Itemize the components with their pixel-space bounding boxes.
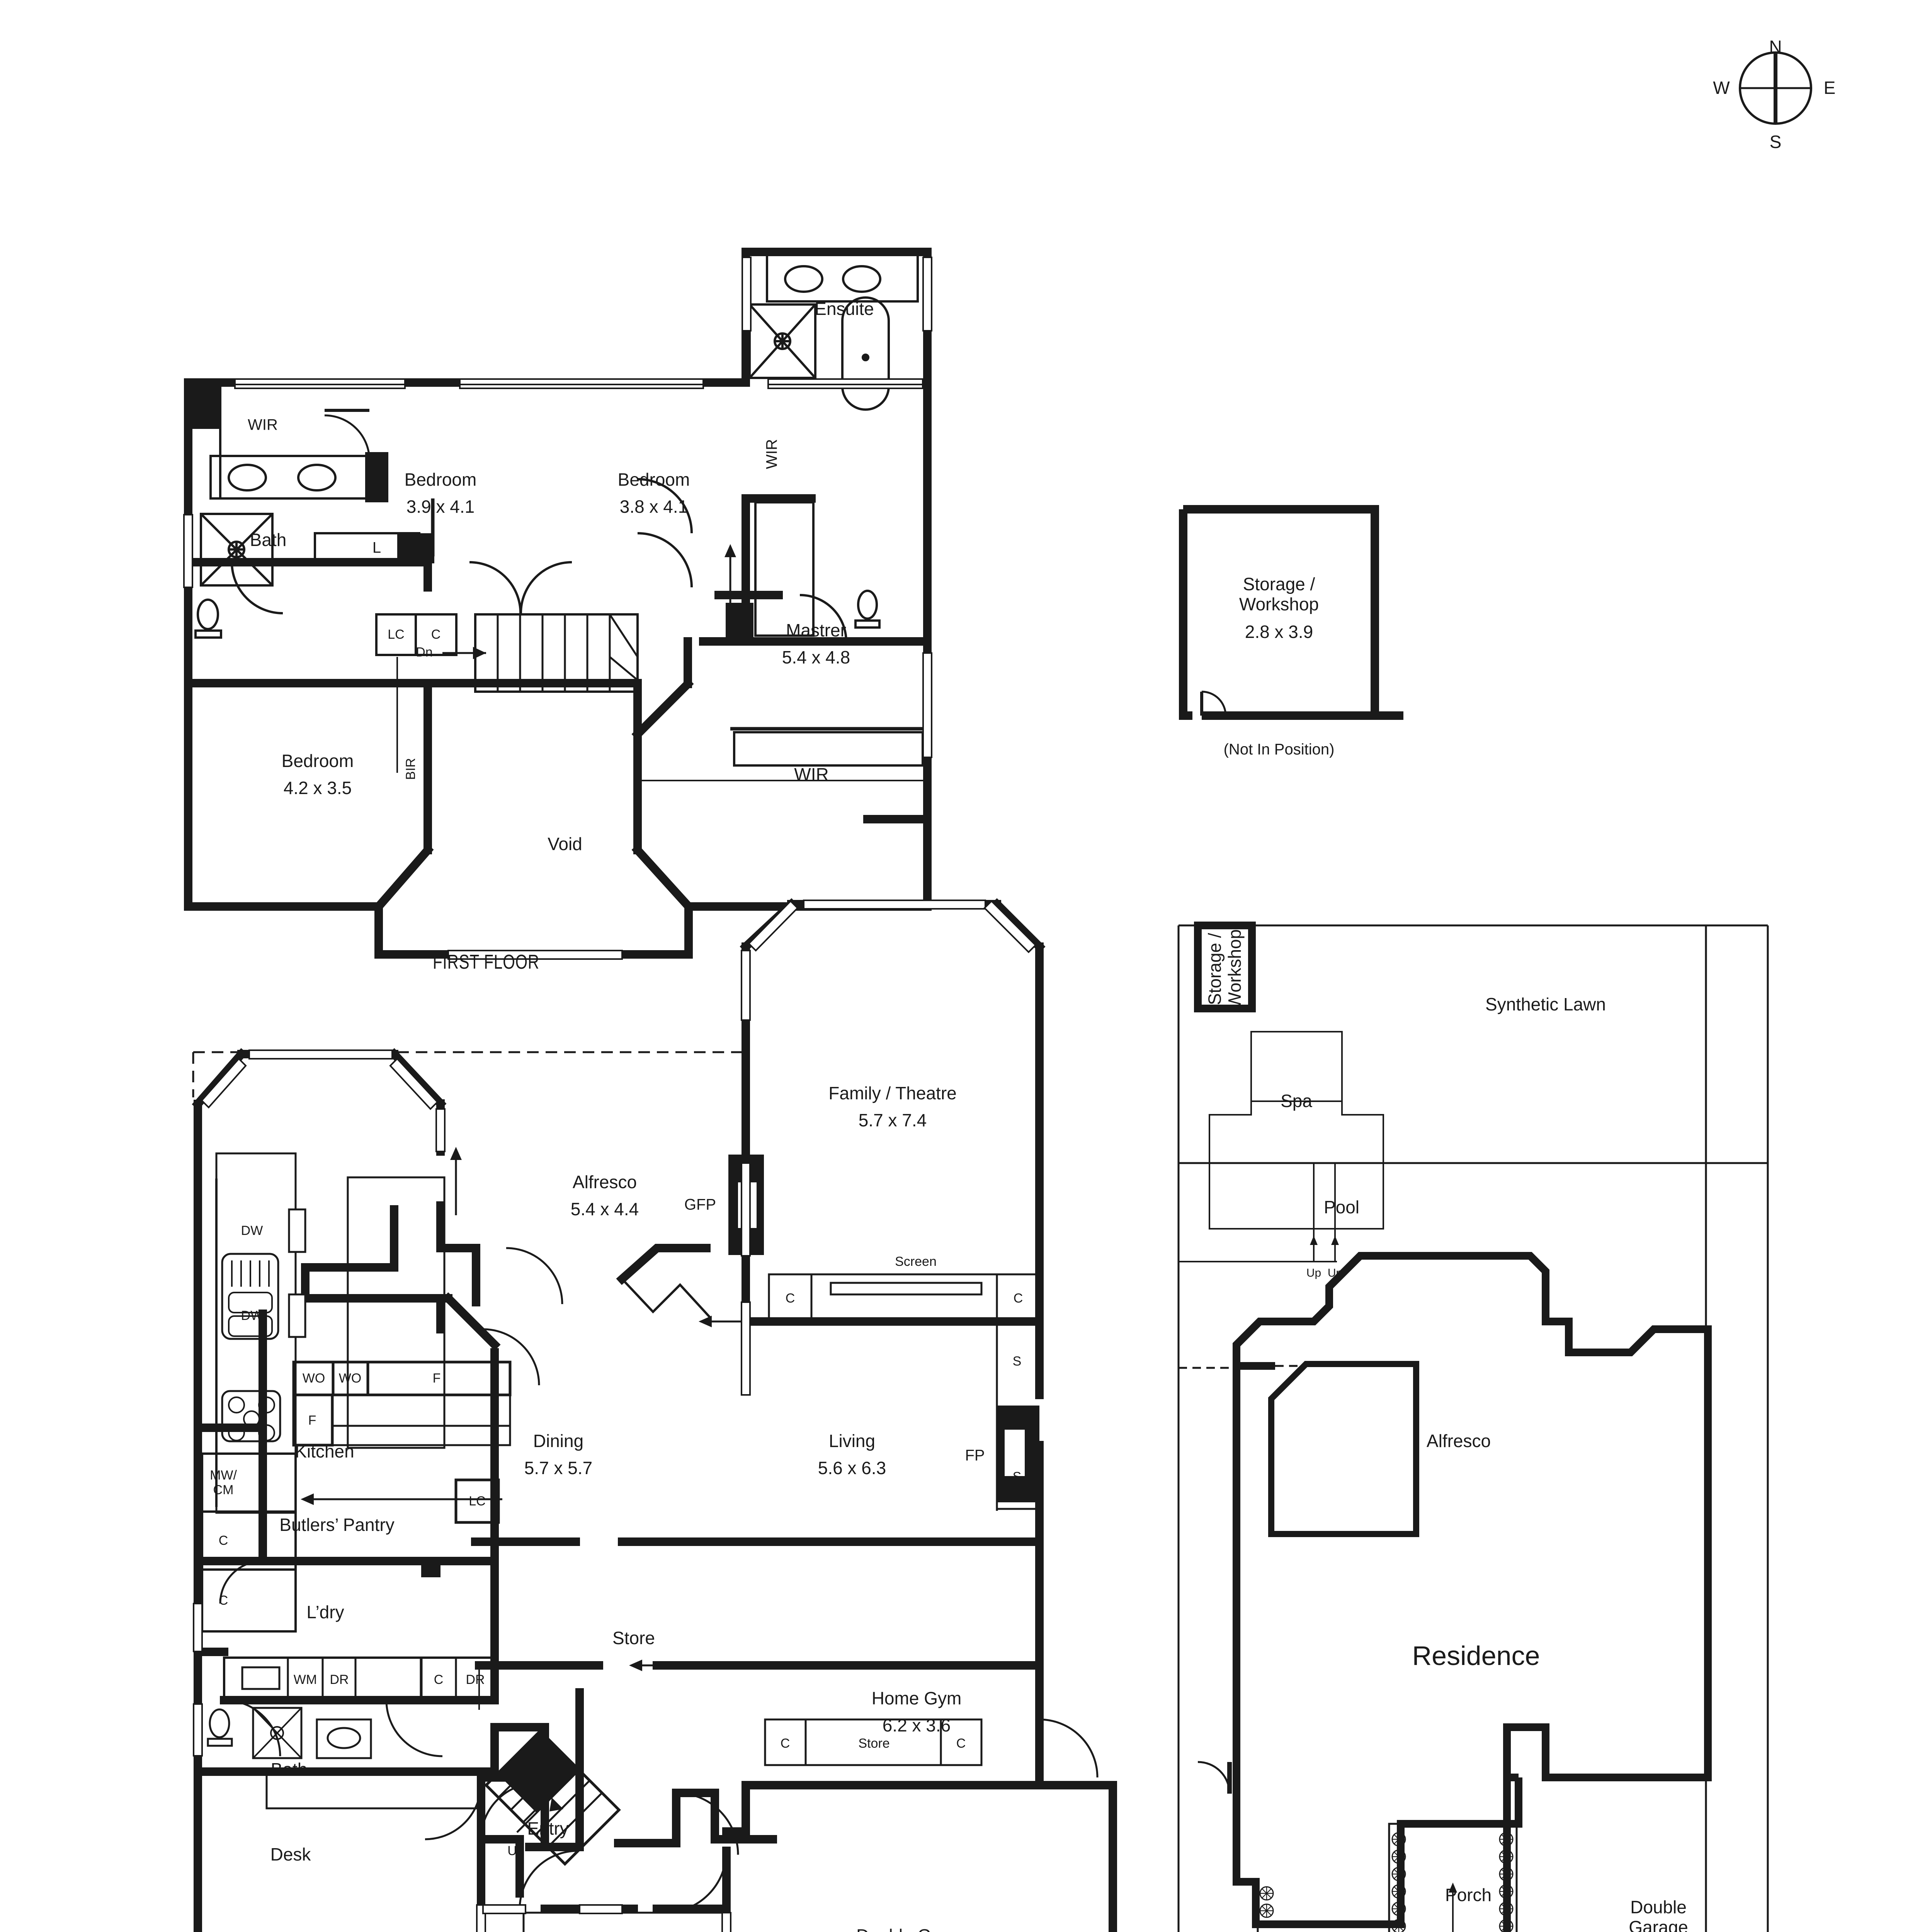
first-floor-windows	[183, 257, 932, 960]
compass-rose	[1739, 51, 1812, 125]
detached-storage-workshop-outline	[1179, 505, 1403, 720]
ground-floor-plan	[192, 898, 1117, 1932]
first-floor-plan	[183, 248, 932, 960]
site-shrubs	[1259, 1832, 1514, 1932]
site-plan	[1177, 922, 1769, 1932]
ground-floor-windows	[193, 900, 986, 1932]
